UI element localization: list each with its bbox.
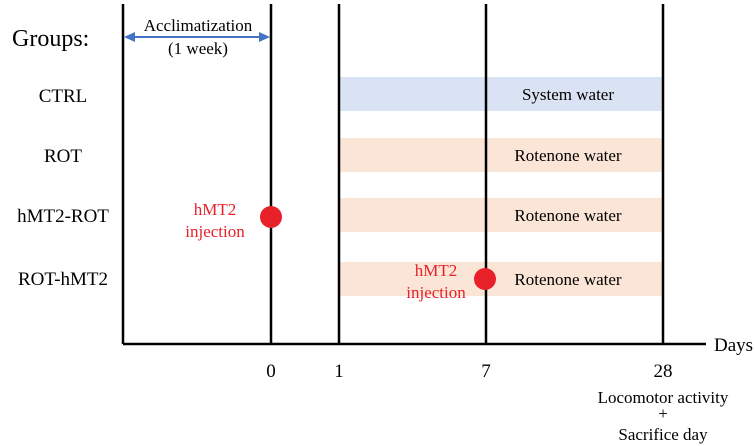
acclimatization-arrow: [124, 32, 270, 42]
treatment-label-ctrl: System water: [522, 85, 614, 104]
groups-header: Groups:: [12, 26, 89, 52]
treatment-bar-ctrl: [340, 77, 663, 111]
acclimatization-label: Acclimatization: [144, 16, 253, 35]
treatment-label-rot: Rotenone water: [514, 146, 621, 165]
injection-dot-day-7: [474, 268, 496, 290]
treatment-label-rot-hmt2: Rotenone water: [514, 270, 621, 289]
injection-label-day-0-line2: injection: [185, 222, 245, 241]
acclimatization-duration: (1 week): [168, 39, 228, 58]
axis-tick-1: 1: [334, 361, 344, 382]
treatment-label-hmt2-rot: Rotenone water: [514, 206, 621, 225]
axis-tick-28: 28: [654, 361, 673, 382]
injection-label-day-7-line1: hMT2: [415, 261, 458, 280]
group-label-ctrl: CTRL: [39, 86, 88, 107]
axis-tick-7: 7: [481, 361, 491, 382]
group-label-hmt2-rot: hMT2-ROT: [17, 206, 109, 227]
final-day-note-line1: Locomotor activity: [598, 388, 729, 407]
final-day-note-line2: +: [658, 404, 668, 423]
axis-tick-0: 0: [266, 361, 276, 382]
injection-dot-day-0: [260, 206, 282, 228]
axis-label-days: Days: [714, 335, 753, 356]
injection-label-day-7-line2: injection: [406, 283, 466, 302]
group-label-rot: ROT: [44, 146, 82, 167]
treatment-bar-rot-hmt2: [340, 262, 663, 296]
treatment-bar-hmt2-rot: [340, 198, 663, 232]
group-label-rot-hmt2: ROT-hMT2: [18, 269, 108, 290]
final-day-note-line3: Sacrifice day: [618, 425, 708, 444]
treatment-bar-rot: [340, 138, 663, 172]
injection-label-day-0-line1: hMT2: [194, 200, 237, 219]
